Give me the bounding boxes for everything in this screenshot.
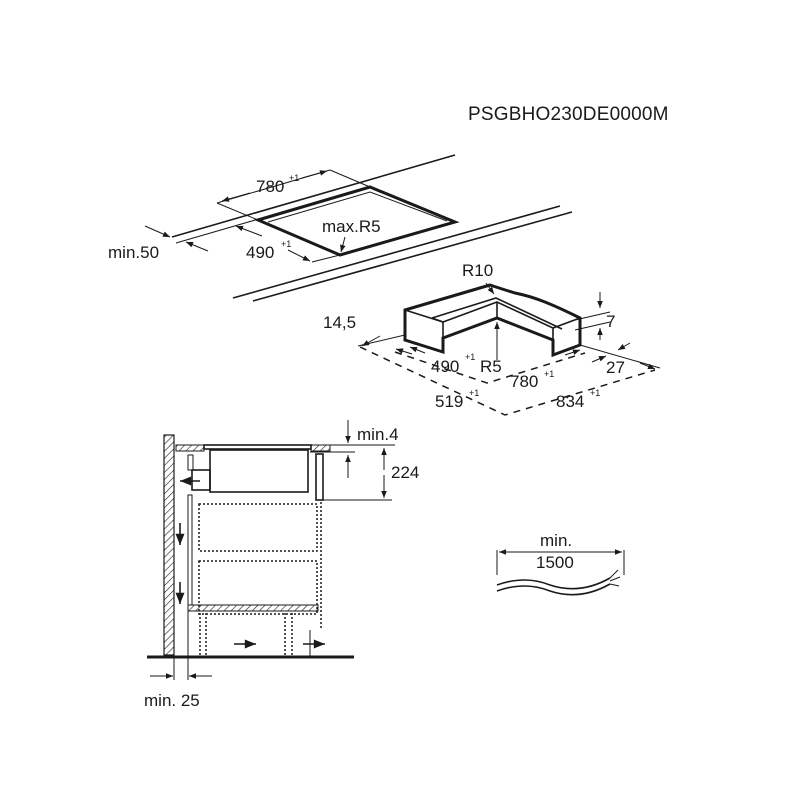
cutout-width-label: 780: [256, 177, 284, 196]
cable-length-label: 1500: [536, 553, 574, 572]
edge-distance-label: min.50: [108, 243, 159, 262]
section-height-label: 224: [391, 463, 419, 482]
frame-outline: [403, 283, 582, 358]
offset-label: 14,5: [323, 313, 356, 332]
wall: [163, 434, 175, 656]
wall-gap-label: min. 25: [144, 691, 200, 710]
outer-radius-label: R10: [462, 261, 493, 280]
cable-label-min: min.: [540, 531, 572, 550]
top-gap-label: min.4: [357, 425, 399, 444]
total-width-label: 834: [556, 392, 584, 411]
cutout-drawing: 780 +1 490 +1 max.R5 min.50: [108, 154, 573, 302]
total-depth-label: 519: [435, 392, 463, 411]
svg-text:+1: +1: [465, 352, 475, 362]
height-7-label: 7: [606, 312, 615, 331]
svg-text:+1: +1: [590, 388, 600, 398]
worktop-front-edge: [232, 205, 561, 299]
frame-drawing: R10 14,5 7 27 490 +1 R5 780 +1 519 +1 83…: [323, 261, 661, 416]
cutout-depth-label: 490: [246, 243, 274, 262]
cutout-radius-label: max.R5: [322, 217, 381, 236]
worktop-back-edge: [171, 154, 456, 238]
svg-text:+1: +1: [469, 388, 479, 398]
svg-text:+1: +1: [281, 239, 291, 249]
inner-radius-label: R5: [480, 357, 502, 376]
model-code: PSGBHO230DE0000M: [468, 104, 669, 125]
svg-text:+1: +1: [544, 369, 554, 379]
frame-width-label: 780: [510, 372, 538, 391]
section-drawing: min.4 224 min. 25: [144, 420, 419, 710]
frame-depth-label: 490: [431, 357, 459, 376]
side-27-label: 27: [606, 358, 625, 377]
svg-text:+1: +1: [289, 173, 299, 183]
cutout-outline: [253, 185, 460, 257]
cable-drawing: min. 1500: [496, 531, 625, 596]
hob-unit: [209, 449, 309, 493]
cable: [496, 577, 611, 590]
